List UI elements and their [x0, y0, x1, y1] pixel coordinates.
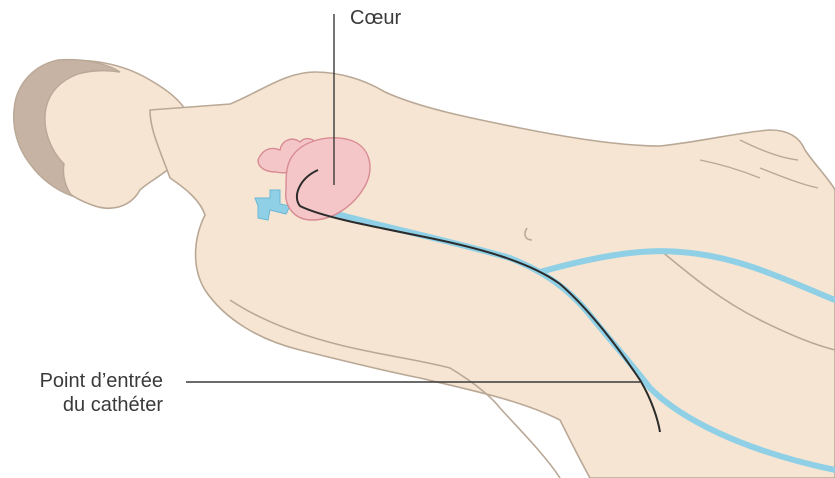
catheter-entry-label-line1: Point d’entrée [40, 369, 163, 393]
catheter-entry-label: Point d’entrée du cathéter [40, 369, 163, 417]
torso [150, 72, 835, 478]
catheter-entry-label-line2: du cathéter [40, 393, 163, 417]
heart-label: Cœur [350, 6, 401, 30]
